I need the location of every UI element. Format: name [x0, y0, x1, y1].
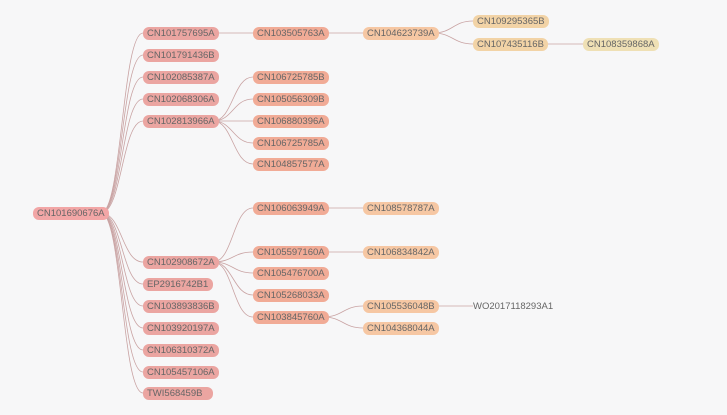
tree-node-cn104857577a[interactable]: CN104857577A [253, 157, 329, 171]
tree-node-cn105597160a[interactable]: CN105597160A [253, 245, 329, 259]
link-n23-n28 [322, 316, 364, 329]
tree-node-twi568459b[interactable]: TWI568459B [143, 386, 213, 400]
tree-node-cn106834842a[interactable]: CN106834842A [363, 245, 439, 259]
tree-node-cn101757695a[interactable]: CN101757695A [143, 26, 219, 40]
tree-node-cn106725785a[interactable]: CN106725785A [253, 136, 329, 150]
tree-node-cn106880396a[interactable]: CN106880396A [253, 114, 329, 128]
link-n0-n2 [100, 54, 144, 214]
tree-node-cn102908672a[interactable]: CN102908672A [143, 255, 219, 269]
tree-node-cn107435116b[interactable]: CN107435116B [473, 37, 548, 51]
tree-node-cn103505763a[interactable]: CN103505763A [253, 26, 329, 40]
link-n24-n29 [432, 20, 474, 34]
tree-node-cn108578787a[interactable]: CN108578787A [363, 201, 439, 215]
tree-node-cn104368044a[interactable]: CN104368044A [363, 321, 439, 335]
tree-node-cn108359868a[interactable]: CN108359868A [583, 37, 659, 51]
link-n0-n4 [100, 98, 144, 214]
tree-node-cn104623739a[interactable]: CN104623739A [363, 26, 439, 40]
tree-node-cn105268033a[interactable]: CN105268033A [253, 288, 329, 302]
tree-node-cn109295365b[interactable]: CN109295365B [473, 14, 549, 28]
tree-node-cn105476700a[interactable]: CN105476700A [253, 266, 329, 280]
link-n0-n6 [100, 212, 144, 263]
tree-node-cn105457106a[interactable]: CN105457106A [143, 365, 219, 379]
link-n0-n7 [100, 212, 144, 285]
link-n0-n9 [100, 212, 144, 329]
tree-node-cn103920197a[interactable]: CN103920197A [143, 321, 219, 335]
link-n5-n14 [212, 76, 254, 122]
link-n6-n19 [212, 207, 254, 263]
link-n5-n15 [212, 98, 254, 122]
tree-node-ep2916742b1[interactable]: EP2916742B1 [143, 277, 213, 291]
tree-node-cn101791436b[interactable]: CN101791436B [143, 48, 219, 62]
link-n23-n27 [322, 305, 364, 318]
tree-node-cn105536048b[interactable]: CN105536048B [363, 299, 439, 313]
tree-node-cn102813966a[interactable]: CN102813966A [143, 114, 219, 128]
tree-node-cn105056309b[interactable]: CN105056309B [253, 92, 329, 106]
link-n0-n1 [100, 32, 144, 214]
tree-node-cn103845760a[interactable]: CN103845760A [253, 310, 329, 324]
tree-node-cn102085387a[interactable]: CN102085387A [143, 70, 219, 84]
link-n0-n3 [100, 76, 144, 214]
link-n6-n23 [212, 261, 254, 318]
tree-node-cn106310372a[interactable]: CN106310372A [143, 343, 219, 357]
tree-node-cn101690676a[interactable]: CN101690676A [33, 206, 109, 220]
tree-node-wo2017118293a1[interactable]: WO2017118293A1 [473, 300, 554, 312]
tree-node-cn106063949a[interactable]: CN106063949A [253, 201, 329, 215]
link-n24-n30 [432, 32, 474, 45]
link-n0-n12 [100, 212, 144, 394]
tree-node-cn102068306a[interactable]: CN102068306A [143, 92, 219, 106]
tree-node-cn103893836b[interactable]: CN103893836B [143, 299, 219, 313]
tree-node-cn106725785b[interactable]: CN106725785B [253, 70, 329, 84]
link-n5-n17 [212, 120, 254, 144]
